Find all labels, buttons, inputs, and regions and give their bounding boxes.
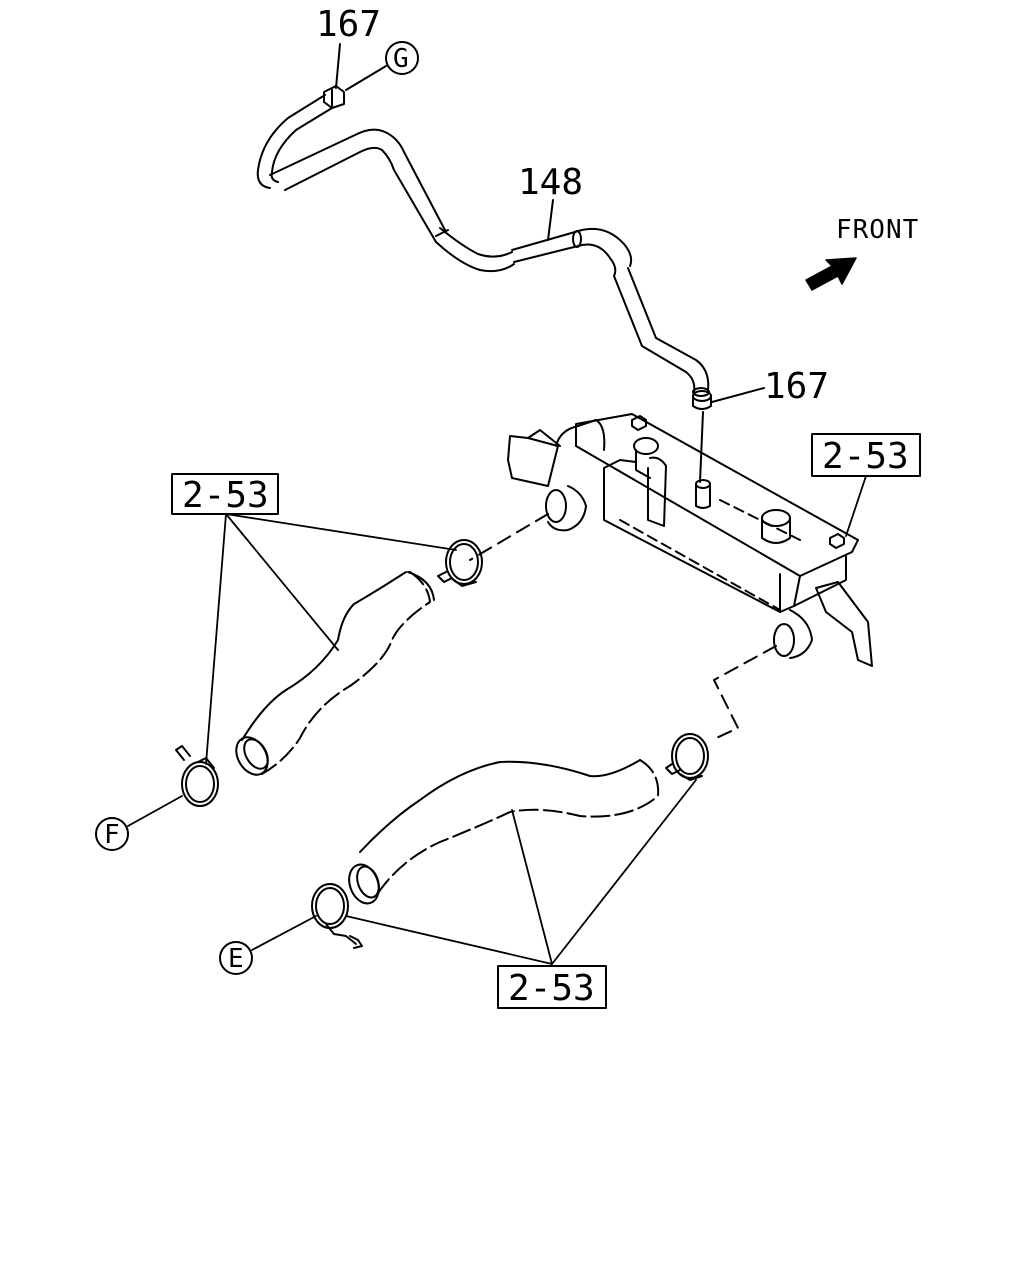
circle-e-text: E [228,944,244,974]
leader-167-top [335,43,341,89]
ref-box-upper-right: 2-53 [811,433,921,477]
hose-clamp-lower-right [665,733,709,781]
ref-box-left: 2-53 [171,473,279,516]
lower-radiator-hose [348,759,660,905]
circle-e: E [219,941,253,975]
hose-clamp-left [175,745,219,807]
centerline-upper [469,513,549,561]
hose-clip-167-top [323,85,345,109]
reference-leaders [127,475,867,965]
centerline-lower [711,645,777,741]
circle-g: G [385,41,419,75]
label-front: FRONT [836,215,919,245]
upper-radiator-hose [235,571,435,776]
circle-f-text: F [104,820,120,850]
leader-g [345,65,387,91]
label-167-right: 167 [764,366,829,407]
bypass-hose-148 [256,94,710,397]
ref-left-text: 2-53 [182,475,269,516]
hose-clip-167-right [692,390,712,410]
label-167-top: 167 [316,4,381,45]
circle-g-text: G [393,44,409,74]
ref-upper-right-text: 2-53 [822,436,909,477]
label-148: 148 [518,162,583,203]
hose-clamp-lower-left [311,883,363,949]
leader-167-right [711,387,765,403]
ref-bottom-text: 2-53 [508,968,595,1009]
radiator-tank-assembly [507,413,873,667]
front-arrow [805,257,857,291]
leader-148 [547,199,554,241]
ref-box-bottom: 2-53 [497,965,607,1009]
hose-clamp-upper-right [437,539,483,587]
leader-clip-down [699,411,704,483]
circle-f: F [95,817,129,851]
